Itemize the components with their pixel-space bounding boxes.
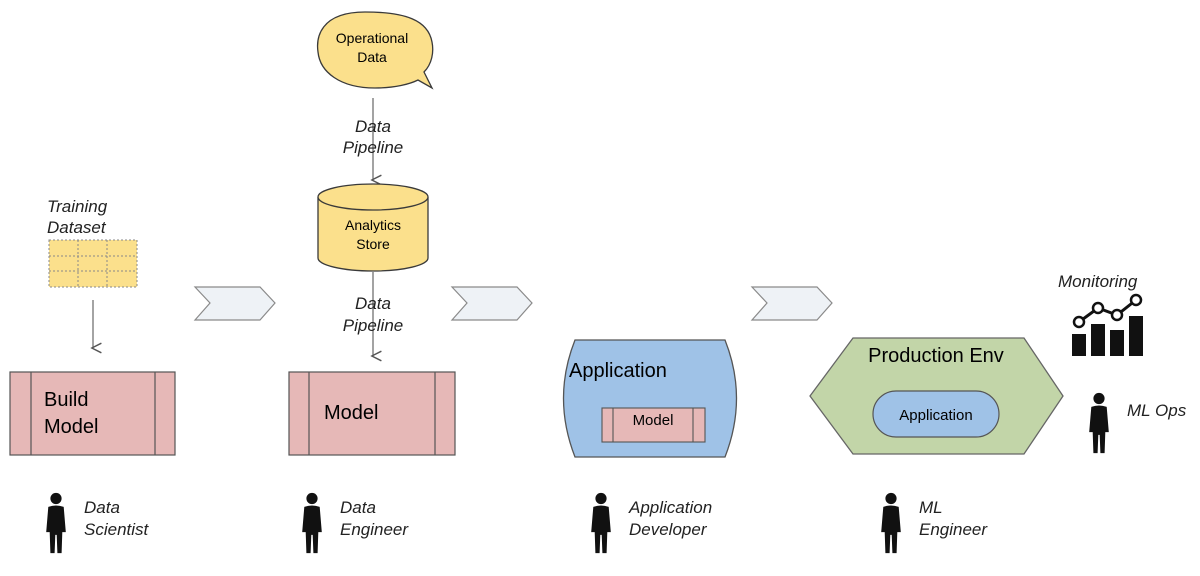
role-data-engineer-line2: Engineer <box>340 520 409 539</box>
person-icon-ml-ops <box>1089 392 1109 454</box>
operational-data-bubble: Operational Data <box>316 11 434 90</box>
pipeline-top-line1: Data <box>355 117 391 136</box>
operational-data-line1: Operational <box>336 30 408 46</box>
person-icon-data-engineer <box>302 492 322 554</box>
person-icon-app-developer <box>591 492 611 554</box>
build-model-line2: Model <box>44 416 98 438</box>
person-icon-data-scientist <box>46 492 66 554</box>
monitoring-label: Monitoring <box>1058 272 1138 291</box>
training-dataset-line2: Dataset <box>47 218 107 237</box>
role-ml-engineer-line1: ML <box>919 498 943 517</box>
build-model-box: Build Model <box>9 371 176 456</box>
application-title: Application <box>569 360 667 382</box>
role-data-engineer-line1: Data <box>340 498 376 517</box>
person-icon-ml-engineer <box>881 492 901 554</box>
analytics-store-cylinder: Analytics Store <box>317 183 429 272</box>
model-box: Model <box>288 371 456 456</box>
role-ml-ops: ML Ops <box>1127 401 1187 420</box>
build-model-line1: Build <box>44 389 88 411</box>
pipeline-bottom-line1: Data <box>355 294 391 313</box>
role-data-scientist-line1: Data <box>84 498 120 517</box>
role-app-developer-line1: Application <box>628 498 712 517</box>
role-ml-engineer-line2: Engineer <box>919 520 988 539</box>
pipeline-top-line2: Pipeline <box>343 138 404 157</box>
model-box-label: Model <box>324 402 378 424</box>
role-data-scientist-line2: Scientist <box>84 520 150 539</box>
chevron-arrow-icon-1 <box>193 286 276 321</box>
role-app-developer-line2: Developer <box>629 520 708 539</box>
production-env-inner-app: Application <box>899 407 972 424</box>
application-box: Application Model <box>562 339 738 458</box>
production-env-title: Production Env <box>868 345 1004 367</box>
training-dataset-table-icon <box>48 239 138 288</box>
operational-data-line2: Data <box>357 49 387 65</box>
monitoring-chart-icon <box>1072 293 1143 356</box>
analytics-store-line1: Analytics <box>345 217 401 233</box>
training-dataset-line1: Training <box>47 197 108 216</box>
chevron-arrow-icon-3 <box>750 286 833 321</box>
chevron-arrow-icon-2 <box>450 286 533 321</box>
application-inner-model: Model <box>633 412 674 429</box>
production-env-hexagon: Production Env Application <box>809 337 1064 455</box>
analytics-store-line2: Store <box>356 236 390 252</box>
pipeline-bottom-line2: Pipeline <box>343 316 404 335</box>
